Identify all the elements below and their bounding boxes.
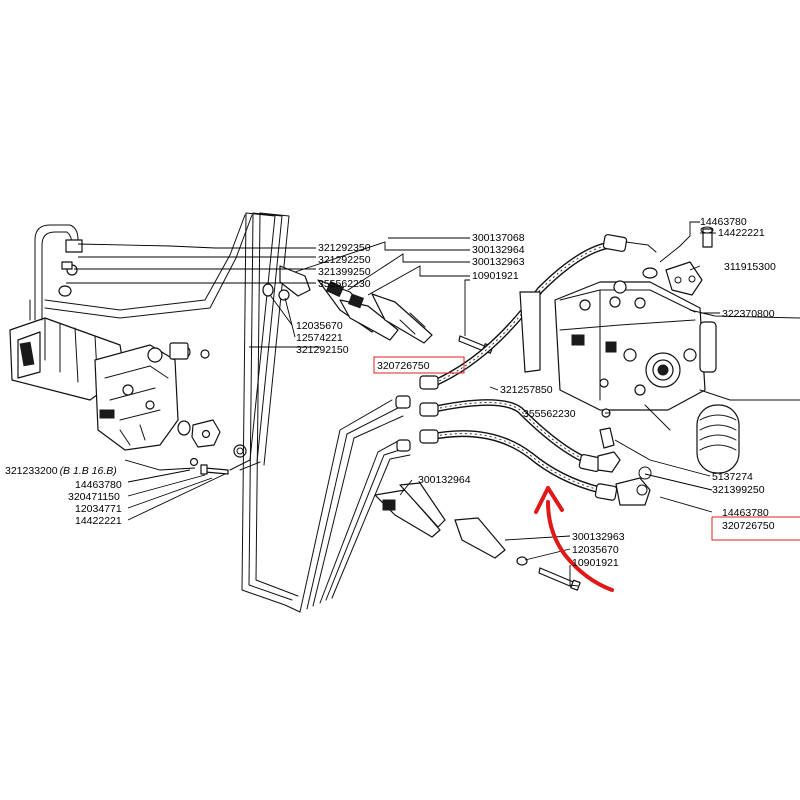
- highlight-boxes: [373, 356, 800, 541]
- label-300137068: 300137068: [472, 232, 525, 244]
- label-10901921-lower: 10901921: [572, 557, 619, 569]
- label-5137274: 5137274: [712, 471, 753, 483]
- label-12034771: 12034771: [75, 503, 122, 515]
- label-14463780-right: 14463780: [722, 507, 769, 519]
- label-320471150: 320471150: [68, 491, 120, 503]
- label-321292150: 321292150: [296, 344, 349, 356]
- label-12035670-lower: 12035670: [572, 544, 619, 556]
- label-321233200: 321233200(B 1.B 16.B): [5, 465, 117, 477]
- right-pump-assembly: [519, 226, 800, 480]
- label-320726750-highlighted: 320726750: [377, 360, 430, 372]
- label-355562230-left: 355562230: [318, 278, 371, 290]
- leader-lines: [66, 221, 720, 587]
- label-321292250: 321292250: [318, 254, 371, 266]
- label-321292350: 321292350: [318, 242, 371, 254]
- label-14422221-top: 14422221: [718, 227, 765, 239]
- label-10901921-upper: 10901921: [472, 270, 519, 282]
- label-300132963-upper: 300132963: [472, 256, 525, 268]
- label-300132963-lower: 300132963: [572, 531, 625, 543]
- annotation-arrow: [534, 486, 614, 592]
- label-355562230-right: 355562230: [523, 408, 576, 420]
- left-valve-assembly: [9, 317, 247, 475]
- clamp-plates-upper: [279, 265, 494, 354]
- clamp-plates-lower: [374, 482, 581, 591]
- label-321399250-left: 321399250: [318, 266, 371, 278]
- label-322370800: 322370800: [722, 308, 775, 320]
- label-14463780-top: 14463780: [700, 216, 747, 228]
- label-14463780-left: 14463780: [75, 479, 122, 491]
- label-300132964-upper: 300132964: [472, 244, 525, 256]
- label-12035670-upper: 12035670: [296, 320, 343, 332]
- label-321257850: 321257850: [500, 384, 553, 396]
- part-labels: 321292350 321292250 321399250 355562230 …: [5, 216, 776, 569]
- left-upper-pipe: [29, 214, 253, 321]
- label-320726750-highlighted-right: 320726750: [722, 520, 775, 532]
- label-300132964-lower: 300132964: [418, 474, 471, 486]
- label-321399250-right: 321399250: [712, 484, 765, 496]
- label-311915300: 311915300: [724, 261, 776, 273]
- central-tubes: [229, 212, 411, 613]
- label-14422221-left: 14422221: [75, 515, 122, 527]
- label-12574221: 12574221: [296, 332, 343, 344]
